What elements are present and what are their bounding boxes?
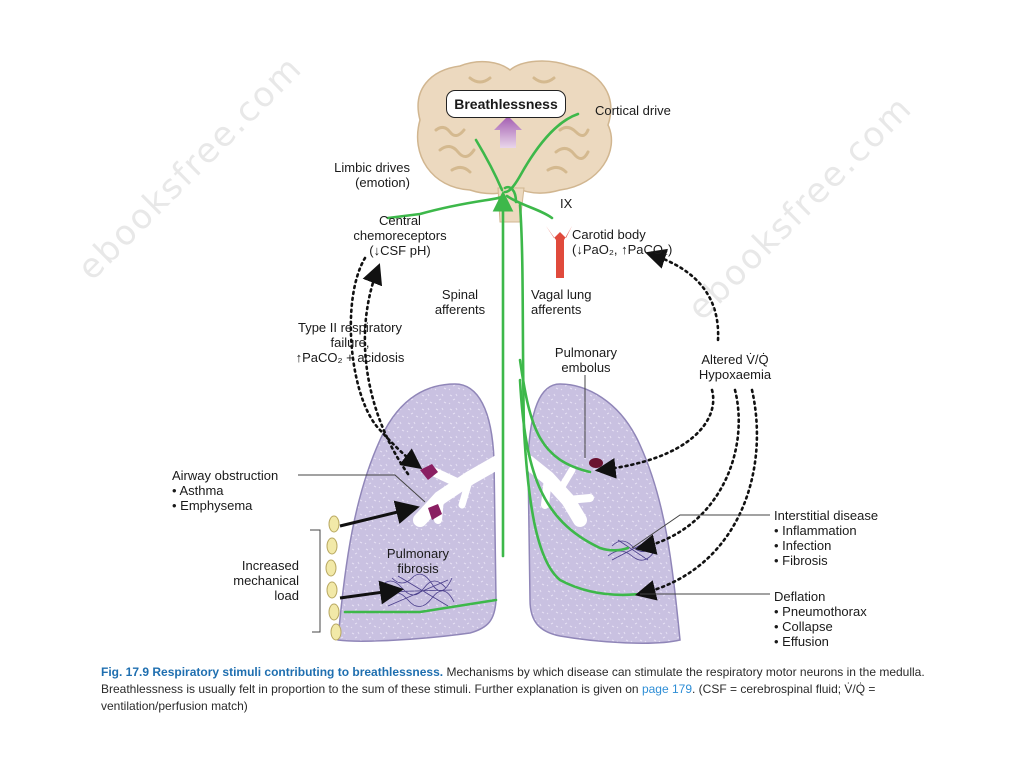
feedback-arrows	[349, 248, 759, 601]
ix-label: IX	[560, 196, 573, 211]
fibrosis-scribble	[377, 539, 655, 607]
limbic-drives-label: Limbic drives (emotion)	[334, 160, 410, 190]
mechanical-load-arrows	[339, 500, 420, 605]
deflation-label: Deflation • Pneumothorax • Collapse • Ef…	[774, 589, 867, 649]
figure-number: Fig. 17.9	[101, 665, 150, 679]
caption-text: Mechanisms by which disease can stimulat…	[101, 665, 925, 696]
carotid-body	[546, 226, 572, 278]
embolus-mark	[589, 458, 603, 468]
airway-obstruction-label: Airway obstruction • Asthma • Emphysema	[172, 468, 279, 513]
nerve-pathways	[343, 112, 642, 614]
figure-caption: Fig. 17.9 Respiratory stimuli contributi…	[101, 664, 941, 715]
mechanical-load-label: Increased mechanical load	[233, 558, 299, 603]
breathlessness-label: Breathlessness	[446, 90, 566, 118]
caption-text-end: . (CSF = cerebrospinal fluid; V̇/Q̇ = ve…	[101, 682, 876, 713]
interstitial-disease-label: Interstitial disease • Inflammation • In…	[774, 508, 879, 568]
airway-obstruction-marks	[420, 464, 442, 520]
central-chemoreceptors-label: Central chemoreceptors (↓CSF pH)	[353, 213, 447, 258]
pulmonary-fibrosis-label: Pulmonary fibrosis	[386, 546, 450, 576]
vagal-afferents-label: Vagal lung afferents	[531, 287, 592, 317]
cortical-drive-label: Cortical drive	[595, 103, 671, 118]
page-link[interactable]: page 179	[641, 682, 693, 696]
carotid-body-label: Carotid body (↓PaO₂, ↑PaCO₂)	[572, 227, 673, 257]
right-lung	[527, 383, 681, 644]
breathlessness-arrow	[494, 116, 522, 148]
brain-gyri	[434, 76, 590, 174]
type2-failure-label: Type II respiratory failure, ↑PaCO₂ + ac…	[295, 320, 405, 365]
chest-wall-segments	[325, 515, 342, 641]
leader-lines	[298, 375, 770, 633]
figure-title: Respiratory stimuli contributing to brea…	[152, 665, 444, 679]
spinal-afferents-label: Spinal afferents	[434, 287, 486, 317]
altered-vq-label: Altered V̇/Q̇ Hypoxaemia	[698, 352, 772, 382]
pulmonary-embolus-label: Pulmonary embolus	[554, 345, 618, 375]
